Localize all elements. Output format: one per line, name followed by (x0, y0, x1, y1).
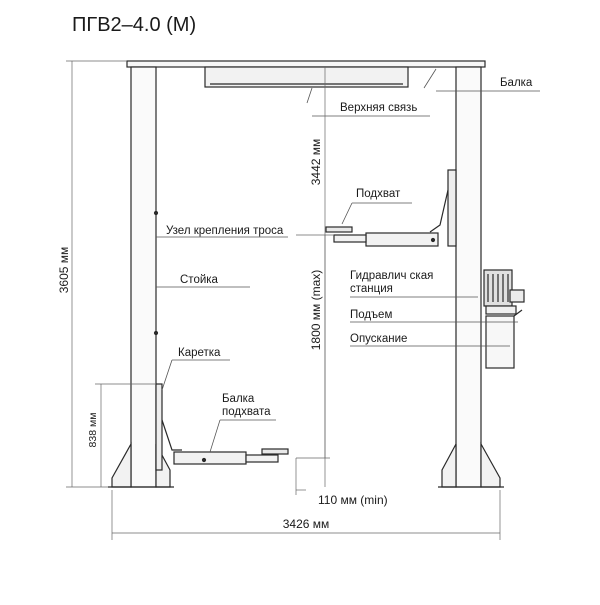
right-carriage (447, 169, 457, 247)
dim-max-lift: 1800 мм (max) (309, 270, 323, 351)
left-carriage (155, 383, 163, 471)
label-pickup-beam-1: Балка (222, 393, 255, 405)
lower-arm (173, 451, 247, 465)
label-carriage: Каретка (178, 347, 221, 359)
left-base (111, 441, 132, 488)
label-hydraulic-1: Гидравлич ская (350, 270, 433, 282)
label-lowering: Опускание (350, 333, 407, 345)
label-beam: Балка (500, 77, 533, 89)
label-lift: Подъем (350, 309, 392, 321)
upper-arm (365, 232, 439, 247)
dim-carriage-height: 838 мм (87, 413, 99, 448)
right-post (455, 66, 482, 488)
left-post (130, 66, 157, 488)
diagram-title: ПГВ2–4.0 (М) (72, 14, 197, 36)
dim-min-height: 110 мм (min) (318, 493, 388, 507)
dim-total-height: 3605 мм (57, 247, 71, 294)
dim-inner-height: 3442 мм (309, 139, 323, 186)
label-pickup: Подхват (356, 188, 401, 200)
label-post: Стойка (180, 274, 219, 286)
label-cable-mount: Узел крепления троса (166, 225, 284, 237)
label-top-link: Верхняя связь (340, 102, 417, 114)
dim-total-width: 3426 мм (283, 517, 330, 531)
top-beam (126, 60, 486, 68)
label-hydraulic-2: станция (350, 283, 393, 295)
upper-link (204, 66, 409, 88)
label-pickup-beam-2: подхвата (222, 406, 271, 418)
hydraulic-station (483, 269, 525, 369)
right-base (480, 441, 501, 488)
